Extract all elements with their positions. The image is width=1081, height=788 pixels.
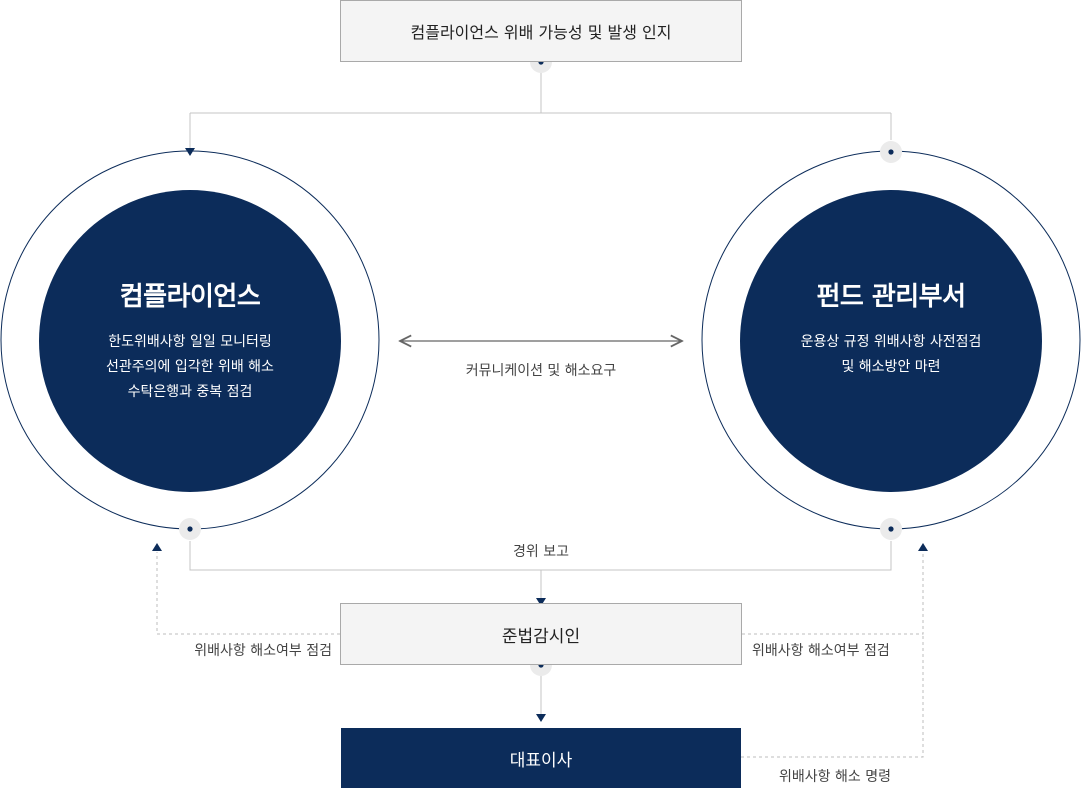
ceo-box: 대표이사 xyxy=(341,728,741,788)
right-check-label: 위배사항 해소여부 점검 xyxy=(752,643,890,659)
compliance-officer-box: 준법감시인 xyxy=(340,603,742,665)
right-inner-circle xyxy=(740,190,1042,492)
right-desc-line-1: 운용상 규정 위배사항 사전점검 xyxy=(800,334,982,350)
right-circle-title: 펀드 관리부서 xyxy=(816,282,966,312)
left-desc-line-1: 한도위배사항 일일 모니터링 xyxy=(108,334,272,350)
left-circle-description: 한도위배사항 일일 모니터링 선관주의에 입각한 위배 해소 수탁은행과 중복 … xyxy=(40,330,340,405)
awareness-box: 컴플라이언스 위배 가능성 및 발생 인지 xyxy=(340,0,742,62)
compliance-officer-label: 준법감시인 xyxy=(501,626,581,647)
arrow-up-right xyxy=(918,543,928,551)
right-desc-line-2: 및 해소방안 마련 xyxy=(841,359,941,375)
left-circle-title: 컴플라이언스 xyxy=(119,282,261,312)
left-inner-circle xyxy=(39,190,341,492)
ceo-box-label: 대표이사 xyxy=(509,750,573,771)
right-top-dot xyxy=(880,141,902,163)
left-desc-line-3: 수탁은행과 중복 점검 xyxy=(127,384,253,400)
top-connector xyxy=(189,62,892,149)
arrow-up-left xyxy=(152,543,162,551)
right-check-line xyxy=(742,552,924,635)
communication-label: 커뮤니케이션 및 해소요구 xyxy=(465,363,617,379)
left-desc-line-2: 선관주의에 입각한 위배 해소 xyxy=(106,359,274,375)
left-check-line xyxy=(156,552,340,635)
left-check-label: 위배사항 해소여부 점검 xyxy=(194,643,332,659)
arrow-into-middle-box xyxy=(536,598,546,606)
awareness-box-label: 컴플라이언스 위배 가능성 및 발생 인지 xyxy=(410,23,672,42)
order-label: 위배사항 해소 명령 xyxy=(779,769,891,785)
right-circle-description: 운용상 규정 위배사항 사전점검 및 해소방안 마련 xyxy=(741,330,1041,380)
report-label: 경위 보고 xyxy=(513,544,569,560)
arrow-into-ceo-box xyxy=(536,714,546,722)
report-connector xyxy=(189,541,892,601)
left-bottom-dot xyxy=(179,518,201,540)
right-bottom-dot xyxy=(880,518,902,540)
arrow-into-left-circle xyxy=(185,148,195,156)
order-line xyxy=(741,634,924,758)
